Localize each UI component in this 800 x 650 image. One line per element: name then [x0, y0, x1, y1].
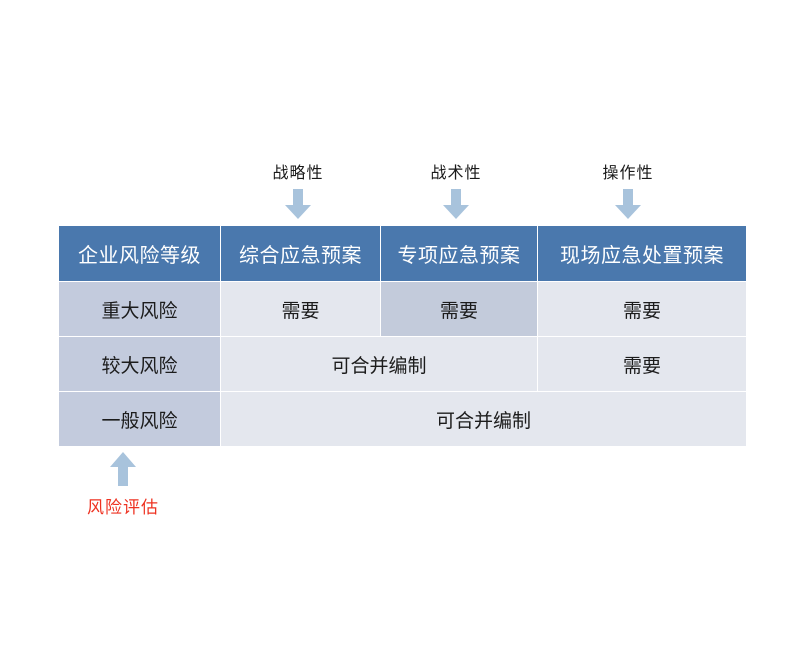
- table-row: 较大风险 可合并编制 需要: [59, 337, 746, 391]
- row-header-general-risk: 一般风险: [59, 392, 220, 446]
- cell-major-special: 需要: [381, 282, 537, 336]
- callout-strategic: 战略性: [238, 163, 358, 219]
- column-header-risk-level: 企业风险等级: [59, 226, 220, 281]
- cell-major-comprehensive: 需要: [221, 282, 380, 336]
- arrow-down-icon: [615, 189, 641, 219]
- row-header-relatively-major-risk: 较大风险: [59, 337, 220, 391]
- cell-general-merged: 可合并编制: [221, 392, 746, 446]
- column-header-special-plan: 专项应急预案: [381, 226, 537, 281]
- callout-strategic-label: 战略性: [272, 163, 324, 182]
- column-header-onsite-plan: 现场应急处置预案: [538, 226, 746, 281]
- arrow-down-icon: [443, 189, 469, 219]
- callout-risk-assessment-label: 风险评估: [87, 498, 159, 518]
- table-header-row: 企业风险等级 综合应急预案 专项应急预案 现场应急处置预案: [59, 226, 746, 281]
- cell-relatively-major-onsite: 需要: [538, 337, 746, 391]
- callout-risk-assessment: 风险评估: [58, 452, 188, 518]
- arrow-up-icon: [110, 452, 136, 486]
- callout-operational-label: 操作性: [602, 163, 654, 182]
- callout-tactical: 战术性: [396, 163, 516, 219]
- row-header-major-risk: 重大风险: [59, 282, 220, 336]
- table-row: 一般风险 可合并编制: [59, 392, 746, 446]
- risk-plan-matrix-table: 企业风险等级 综合应急预案 专项应急预案 现场应急处置预案 重大风险 需要 需要…: [58, 225, 747, 447]
- column-header-comprehensive-plan: 综合应急预案: [221, 226, 380, 281]
- arrow-down-icon: [285, 189, 311, 219]
- callout-operational: 操作性: [568, 163, 688, 219]
- callout-tactical-label: 战术性: [430, 163, 482, 182]
- cell-relatively-major-merged: 可合并编制: [221, 337, 537, 391]
- cell-major-onsite: 需要: [538, 282, 746, 336]
- table-row: 重大风险 需要 需要 需要: [59, 282, 746, 336]
